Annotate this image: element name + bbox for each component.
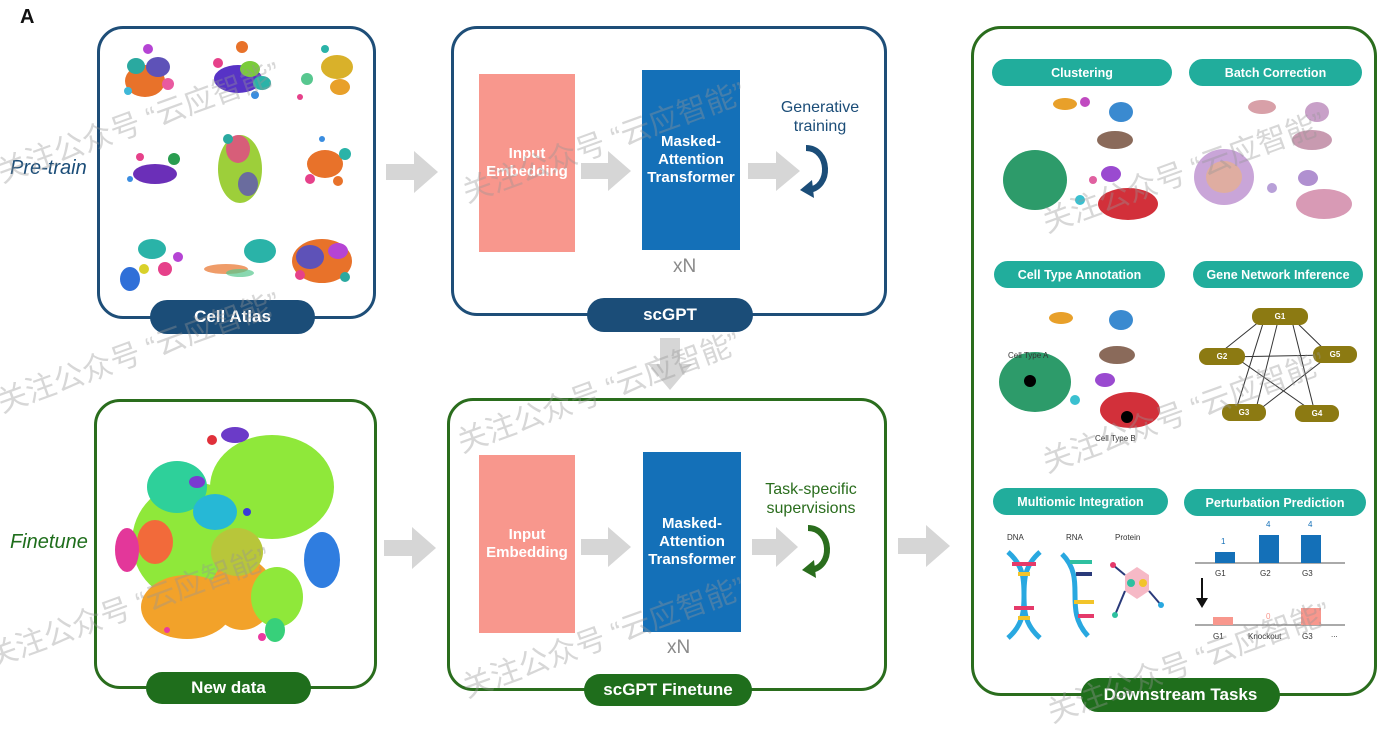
pretrain-row-label: Pre-train — [10, 157, 87, 179]
cell-type-annotation-umap — [999, 310, 1160, 428]
task-batch-correction: Batch Correction — [1189, 59, 1362, 86]
arrow-finetune-to-tasks — [898, 525, 950, 567]
gene-node-g1: G1 — [1252, 308, 1308, 325]
input-embedding-block: Input Embedding — [479, 74, 575, 252]
pert-value-g1: 1 — [1221, 537, 1226, 546]
task-perturbation-prediction: Perturbation Prediction — [1184, 489, 1366, 516]
batch-correction-umap — [1194, 100, 1352, 219]
dna-icon — [1006, 550, 1042, 640]
umap-2-1 — [127, 153, 180, 184]
cell-type-b-label: Cell Type B — [1095, 434, 1136, 443]
protein-icon — [1110, 562, 1164, 618]
transformer-block: Masked-Attention Transformer — [642, 70, 740, 250]
umap-1-1 — [124, 44, 174, 97]
finetune-repeat-xn: xN — [667, 637, 691, 658]
arrow-finetune-embed-to-transformer — [581, 527, 631, 567]
repeat-xn: xN — [673, 256, 697, 277]
cell-type-a-label: Cell Type A — [1008, 351, 1049, 360]
new-data-label: New data — [146, 672, 311, 704]
arrow-embed-to-transformer — [581, 151, 631, 191]
cell-atlas-label: Cell Atlas — [150, 300, 315, 334]
scgpt-label: scGPT — [587, 298, 753, 332]
finetune-loop-icon — [802, 525, 830, 578]
task-specific-label: Task-specific supervisions — [765, 481, 857, 517]
finetune-row-label: Finetune — [10, 531, 88, 553]
new-data-box — [94, 399, 377, 689]
gene-node-g2: G2 — [1199, 348, 1245, 365]
pert-value-g2: 4 — [1266, 520, 1271, 529]
task-cell-type-annotation: Cell Type Annotation — [994, 261, 1165, 288]
arrow-atlas-to-scgpt — [386, 151, 438, 193]
pert-gene-g3: G3 — [1302, 569, 1313, 578]
task-multiomic-integration: Multiomic Integration — [993, 488, 1168, 515]
arrow-pretrain-to-finetune — [648, 338, 692, 390]
umap-2-3 — [305, 136, 351, 186]
pert-bottom-g1: G1 — [1213, 632, 1224, 641]
scgpt-finetune-label: scGPT Finetune — [584, 674, 752, 706]
new-data-umap — [115, 427, 340, 642]
umap-3-1 — [120, 239, 183, 291]
pert-knockout-label: Knockout — [1248, 632, 1282, 641]
umap-3-3 — [292, 239, 352, 283]
pert-ellipsis: ... — [1331, 630, 1338, 639]
arrow-transformer-to-objective — [748, 151, 800, 191]
pert-bottom-g3: G3 — [1302, 632, 1313, 641]
cell-atlas-box — [97, 26, 376, 319]
umap-1-3 — [297, 45, 353, 100]
omics-rna-label: RNA — [1066, 533, 1083, 542]
gene-node-g5: G5 — [1313, 346, 1357, 363]
gene-node-g3: G3 — [1222, 404, 1266, 421]
gene-node-g4: G4 — [1295, 405, 1339, 422]
omics-protein-label: Protein — [1115, 533, 1141, 542]
arrow-finetune-transformer-to-objective — [752, 527, 798, 567]
perturbation-chart — [1195, 535, 1345, 626]
pert-gene-g2: G2 — [1260, 569, 1271, 578]
umap-2-2 — [218, 134, 262, 203]
task-gene-network-inference: Gene Network Inference — [1193, 261, 1363, 288]
generative-loop-icon — [800, 145, 828, 198]
umap-1-2 — [213, 41, 271, 99]
umap-3-2 — [204, 239, 276, 277]
generative-training-label: Generative training — [780, 99, 860, 135]
task-clustering: Clustering — [992, 59, 1172, 86]
panel-label: A — [20, 6, 35, 28]
omics-dna-label: DNA — [1007, 533, 1024, 542]
finetune-transformer-block: Masked-Attention Transformer — [643, 452, 741, 632]
pert-gene-g1: G1 — [1215, 569, 1226, 578]
pert-value-g3: 4 — [1308, 520, 1313, 529]
downstream-tasks-label: Downstream Tasks — [1081, 678, 1280, 712]
rna-icon — [1060, 552, 1094, 638]
cell-atlas-umap-grid — [120, 41, 353, 291]
clustering-umap — [1003, 97, 1158, 220]
finetune-input-embedding-block: Input Embedding — [479, 455, 575, 633]
arrow-newdata-to-finetune — [384, 527, 436, 569]
pert-knockout-value: 0 — [1266, 612, 1271, 621]
